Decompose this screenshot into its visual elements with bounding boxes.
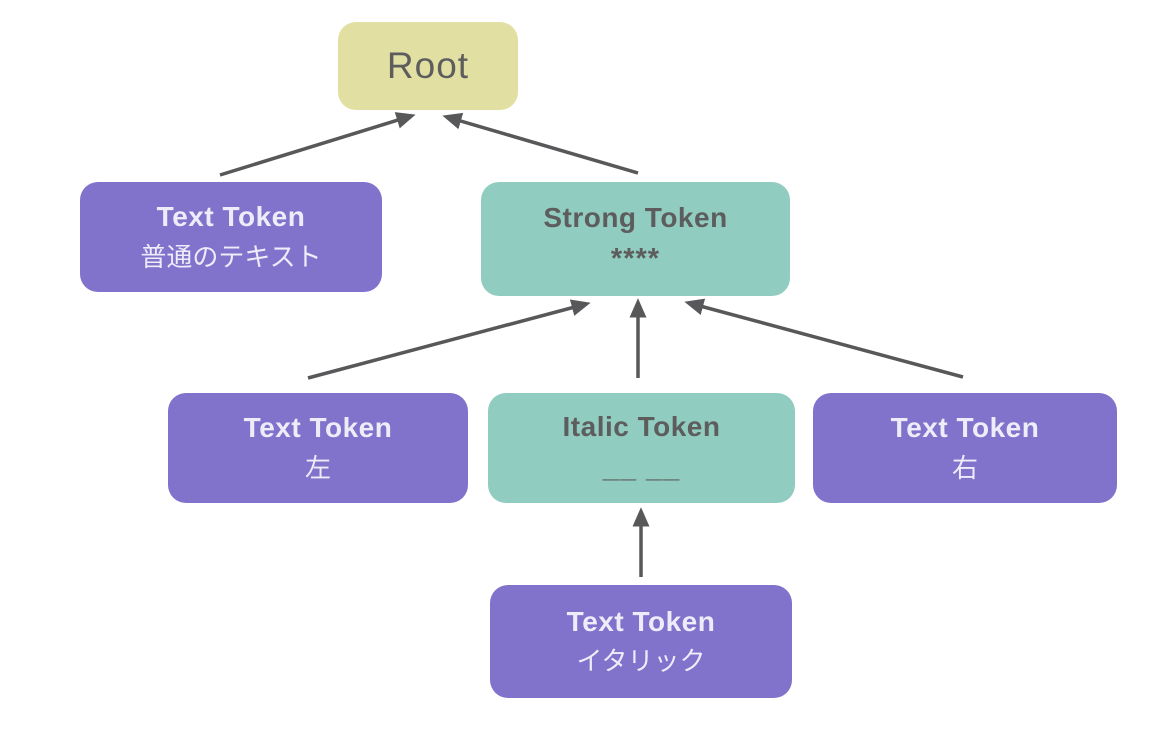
node-text-token-normal-title: Text Token xyxy=(156,201,306,233)
node-italic-token-marks: __ __ xyxy=(602,451,681,484)
arrow-text-right-to-strong xyxy=(684,298,964,379)
node-text-token-italic-title: Text Token xyxy=(566,605,716,637)
node-text-token-italic: Text Token イタリック xyxy=(490,585,792,698)
node-text-token-left: Text Token 左 xyxy=(168,393,468,503)
node-strong-token-marks: **** xyxy=(610,242,661,275)
arrow-strong-to-root xyxy=(442,112,639,175)
node-strong-token-title: Strong Token xyxy=(543,201,728,233)
node-root-label: Root xyxy=(386,44,470,86)
node-text-token-normal: Text Token 普通のテキスト xyxy=(80,182,382,292)
node-text-token-right-title: Text Token xyxy=(890,412,1040,444)
node-text-token-italic-subtitle: イタリック xyxy=(576,646,706,677)
node-text-token-right: Text Token 右 xyxy=(813,393,1117,503)
node-italic-token: Italic Token __ __ xyxy=(488,393,795,503)
node-text-token-right-subtitle: 右 xyxy=(951,452,978,483)
node-strong-token: Strong Token **** xyxy=(481,182,790,296)
node-text-token-normal-subtitle: 普通のテキスト xyxy=(140,241,322,272)
node-text-token-left-subtitle: 左 xyxy=(304,452,331,483)
arrow-text-left-to-strong xyxy=(307,299,591,380)
node-root: Root xyxy=(338,22,518,110)
node-italic-token-title: Italic Token xyxy=(562,410,721,442)
arrow-text-normal-to-root xyxy=(219,112,416,177)
node-text-token-left-title: Text Token xyxy=(243,412,393,444)
